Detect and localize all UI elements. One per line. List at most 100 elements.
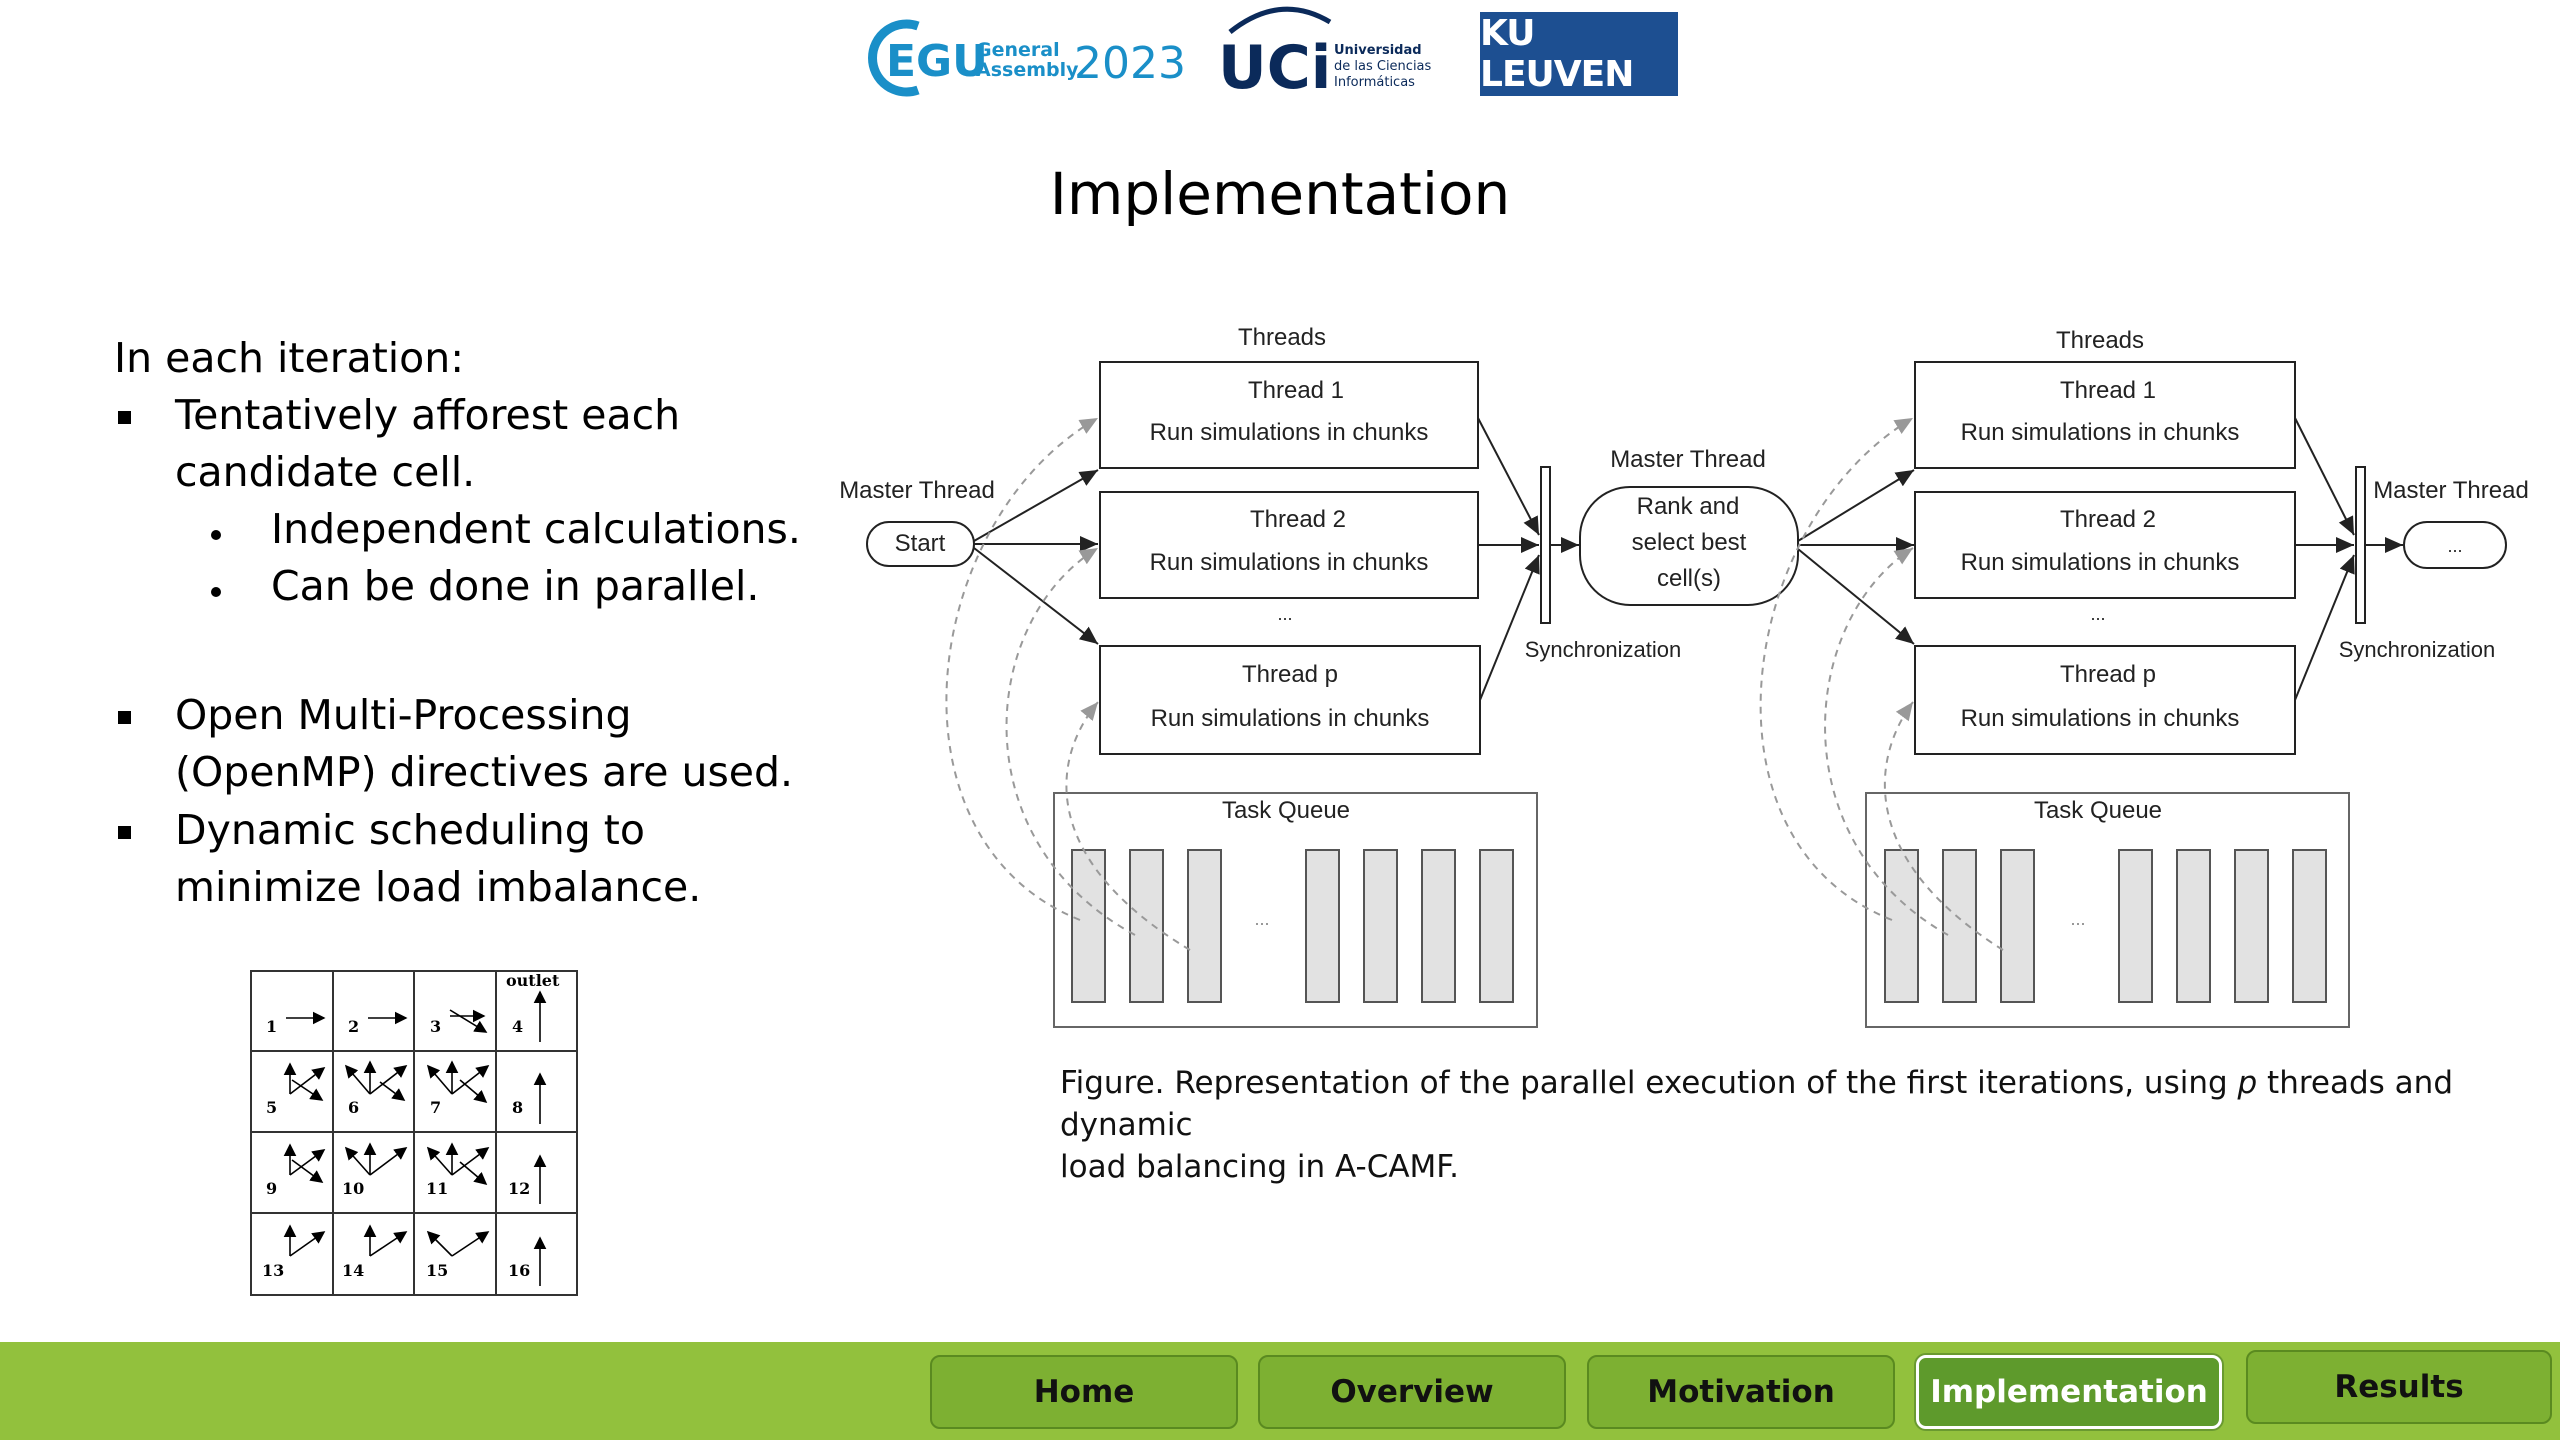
cell-number: 1 (266, 1017, 277, 1036)
thread-to-sync-arrows (2294, 417, 2403, 701)
uci-logo: UCi Universidad de las Ciencias Informát… (1200, 2, 1440, 103)
thread-2-box (1914, 491, 2296, 599)
synchronization-label: Synchronization (2339, 637, 2496, 662)
svg-text:Informáticas: Informáticas (1334, 75, 1415, 90)
master-thread-label: Master Thread (839, 477, 995, 504)
thread-1-box (1099, 361, 1479, 469)
bullet-marker (118, 826, 131, 839)
bullet-1-line-2: candidate cell. (175, 448, 476, 496)
next-iteration-node (2403, 521, 2507, 569)
cell-number: 15 (426, 1261, 448, 1280)
cell-number: 5 (266, 1098, 277, 1117)
cell-number: 16 (508, 1261, 530, 1280)
rank-label-1: Rank and (1637, 493, 1740, 520)
svg-text:Universidad: Universidad (1334, 43, 1422, 58)
nav-implementation-button[interactable]: Implementation (1916, 1355, 2222, 1429)
bullet-2-line-2: (OpenMP) directives are used. (175, 748, 794, 796)
ellipsis: ... (2070, 909, 2085, 929)
nav-motivation-button[interactable]: Motivation (1587, 1355, 1895, 1429)
bullet-2-line-1: Open Multi-Processing (175, 691, 632, 739)
cell-number: 9 (266, 1179, 277, 1198)
master-thread-label: Master Thread (1610, 446, 1766, 473)
thread-1-run-label: Run simulations in chunks (1961, 419, 2240, 446)
bullet-3-line-2: minimize load imbalance. (175, 863, 702, 911)
cell-number: 14 (342, 1261, 364, 1280)
task-queue-box (1865, 792, 2350, 1028)
task-queue-items (1884, 849, 2327, 1003)
bullet-3-line-1: Dynamic scheduling to (175, 806, 645, 854)
next-iteration-label: ... (2447, 536, 2462, 556)
outlet-label: outlet (506, 971, 560, 990)
sync-bar (1540, 466, 1551, 624)
thread-p-box (1914, 645, 2296, 755)
cell-number: 8 (512, 1098, 523, 1117)
queue-dashed-arrows (1759, 417, 2004, 951)
thread-2-box (1099, 491, 1479, 599)
cell-number: 6 (348, 1098, 359, 1117)
cell-number: 10 (342, 1179, 364, 1198)
ellipsis: ... (1254, 909, 1269, 929)
thread-p-label: Thread p (1242, 661, 1338, 688)
thread-2-run-label: Run simulations in chunks (1150, 549, 1429, 576)
svg-text:2023: 2023 (1074, 38, 1186, 89)
thread-to-sync-arrows (1477, 417, 1579, 701)
cell-number: 12 (508, 1179, 530, 1198)
bullet-marker (118, 711, 131, 724)
page-title: Implementation (1049, 160, 1511, 228)
svg-text:General: General (976, 39, 1060, 61)
cell-numbers: 1 2 3 4 5 6 7 8 9 10 11 12 13 14 15 16 (262, 1017, 530, 1280)
queue-dashed-arrows (945, 417, 1191, 951)
flow-direction-grid: outlet 1 2 3 4 5 6 7 8 9 10 11 12 13 14 … (250, 970, 580, 1304)
cell-number: 7 (430, 1098, 441, 1117)
synchronization-label: Synchronization (1525, 637, 1682, 662)
cell-number: 3 (430, 1017, 441, 1036)
thread-2-label: Thread 2 (2060, 506, 2156, 533)
svg-text:de las Ciencias: de las Ciencias (1334, 59, 1432, 74)
cell-number: 13 (262, 1261, 284, 1280)
task-queue-items (1071, 849, 1514, 1003)
cell-number: 4 (512, 1017, 523, 1036)
threads-label: Threads (2056, 327, 2144, 354)
thread-p-box (1099, 645, 1481, 755)
ku-leuven-logo: KU LEUVEN (1480, 12, 1678, 96)
sub-bullet-2: Can be done in parallel. (271, 562, 760, 610)
rank-label-3: cell(s) (1657, 565, 1721, 592)
cell-number: 11 (426, 1179, 448, 1198)
intro-text: In each iteration: (114, 334, 465, 382)
figure-caption: Figure. Representation of the parallel e… (1060, 1065, 2453, 1185)
thread-2-label: Thread 2 (1250, 506, 1346, 533)
thread-p-run-label: Run simulations in chunks (1151, 705, 1430, 732)
parallel-execution-diagram: Threads Master Thread Start Thread 1 Run… (839, 324, 2529, 1028)
ellipsis: ... (1277, 604, 1292, 624)
thread-1-run-label: Run simulations in chunks (1150, 419, 1429, 446)
thread-p-label: Thread p (2060, 661, 2156, 688)
egu-logo: EGU General Assembly 2023 (866, 8, 1190, 108)
sync-bar (2355, 466, 2366, 624)
sub-bullet-1: Independent calculations. (271, 505, 801, 553)
master-thread-label: Master Thread (2373, 477, 2529, 504)
flow-arrows (283, 990, 547, 1286)
thread-1-label: Thread 1 (1248, 377, 1344, 404)
thread-1-label: Thread 1 (2060, 377, 2156, 404)
bullet-marker (118, 411, 131, 424)
threads-label: Threads (1238, 324, 1326, 351)
rank-label-2: select best (1632, 529, 1747, 556)
cell-number: 2 (348, 1017, 359, 1036)
task-queue-label: Task Queue (1222, 797, 1350, 824)
thread-p-run-label: Run simulations in chunks (1961, 705, 2240, 732)
rank-arrows (1797, 469, 1915, 645)
task-queue-box (1053, 792, 1538, 1028)
nav-home-button[interactable]: Home (930, 1355, 1238, 1429)
ellipsis: ... (2090, 604, 2105, 624)
start-arrows (973, 469, 1099, 645)
task-queue-label: Task Queue (2034, 797, 2162, 824)
svg-text:UCi: UCi (1218, 33, 1331, 102)
nav-results-button[interactable]: Results (2246, 1350, 2552, 1424)
sub-bullet-marker (211, 530, 221, 540)
egu-logo-text: EGU (886, 36, 988, 87)
start-label: Start (895, 530, 946, 557)
nav-overview-button[interactable]: Overview (1258, 1355, 1566, 1429)
bullet-1-line-1: Tentatively afforest each (175, 391, 681, 439)
sub-bullet-marker (211, 587, 221, 597)
thread-1-box (1914, 361, 2296, 469)
